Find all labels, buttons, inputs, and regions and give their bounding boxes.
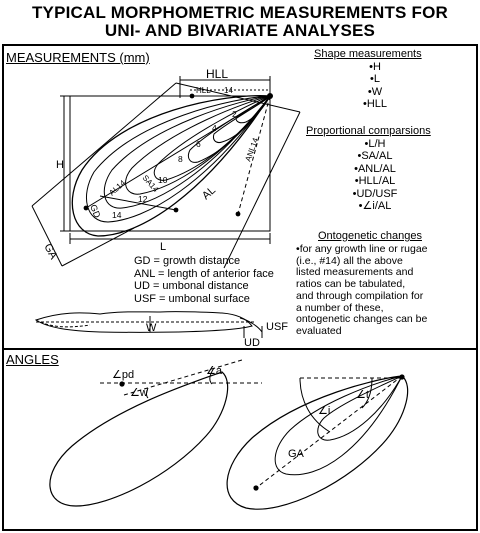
list-item: W xyxy=(355,86,395,98)
height-label: H xyxy=(56,159,64,171)
width-label: W xyxy=(146,322,157,334)
growth-axis-label: GA xyxy=(41,242,59,262)
angles-heading: ANGLES xyxy=(6,352,59,367)
angles-panel xyxy=(2,348,478,531)
list-item: HLL/AL xyxy=(340,175,410,187)
abbreviation-definitions: GD = growth distance ANL = length of ant… xyxy=(134,255,274,305)
growth-distance-label: GD xyxy=(88,203,103,220)
angle-shell-right xyxy=(226,375,409,510)
growth-number: 8 xyxy=(178,154,183,164)
proportional-comparisons-heading: Proportional comparsions xyxy=(306,125,431,137)
list-item: ANL/AL xyxy=(340,163,410,175)
list-item: ∠i/AL xyxy=(340,200,410,212)
growth-number: 2 xyxy=(232,109,237,119)
axial-length-line xyxy=(85,95,271,209)
angle-a-label: ∠a xyxy=(206,365,223,377)
ontogenetic-note: for any growth line or rugae(i.e., #14) … xyxy=(296,243,428,338)
angle-w-label: ∠w xyxy=(130,387,148,399)
list-item: L xyxy=(355,73,395,85)
list-item: H xyxy=(355,61,395,73)
angle-ga-label: GA xyxy=(288,448,305,460)
definition-item: GD = growth distance xyxy=(134,255,241,267)
al14-label: AL14 xyxy=(107,178,127,198)
list-item: HLL xyxy=(355,98,395,110)
hll-label: HLL xyxy=(206,67,228,81)
bounding-box xyxy=(69,95,271,232)
list-item: L/H xyxy=(340,138,410,150)
angle-pd-label: ∠pd xyxy=(112,369,134,381)
measurements-heading: MEASUREMENTS (mm) xyxy=(6,50,150,65)
list-item: SA/AL xyxy=(340,150,410,162)
hll-number-label: 14 xyxy=(224,86,233,95)
definition-item: UD = umbonal distance xyxy=(134,280,249,292)
angle-i-label: ∠i xyxy=(318,405,330,417)
ud-label: UD xyxy=(244,337,260,349)
length-label: L xyxy=(160,241,166,253)
growth-number: 10 xyxy=(158,175,168,185)
axial-length-label: AL xyxy=(200,184,218,202)
growth-line-10 xyxy=(125,95,271,195)
list-item: UD/USF xyxy=(340,188,410,200)
growth-number: 14 xyxy=(112,210,122,220)
growth-line-14 xyxy=(86,95,271,223)
angle-t-label: ∠t xyxy=(356,389,369,401)
proportional-comparisons-list: L/H SA/AL ANL/AL HLL/AL UD/USF ∠i/AL xyxy=(340,138,410,212)
shape-measurements-list: H L W HLL xyxy=(355,61,395,111)
width-profile xyxy=(34,311,253,333)
angle-shell-left xyxy=(49,371,229,507)
growth-number: 12 xyxy=(138,194,148,204)
growth-number: 6 xyxy=(196,139,201,149)
definition-item: USF = umbonal surface xyxy=(134,292,250,305)
anl14-label: ANL14 xyxy=(243,136,260,163)
figure-title-line-1: TYPICAL MORPHOMETRIC MEASUREMENTS FOR xyxy=(31,3,449,22)
definition-item: ANL = length of anterior face xyxy=(134,267,274,280)
growth-line-2 xyxy=(235,95,271,124)
shape-measurements-heading: Shape measurements xyxy=(314,48,422,60)
usf-label: USF xyxy=(266,321,288,333)
hll-small-label: HLL xyxy=(196,86,211,95)
figure-title-line-2: UNI- AND BIVARIATE ANALYSES xyxy=(104,21,376,40)
ontogenetic-changes-heading: Ontogenetic changes xyxy=(318,230,422,242)
umbo-dot xyxy=(267,93,273,99)
growth-number: 4 xyxy=(212,123,217,133)
anterior-face-line xyxy=(237,95,271,215)
shell-outline xyxy=(71,95,272,237)
growth-axis-bracket xyxy=(31,82,177,207)
